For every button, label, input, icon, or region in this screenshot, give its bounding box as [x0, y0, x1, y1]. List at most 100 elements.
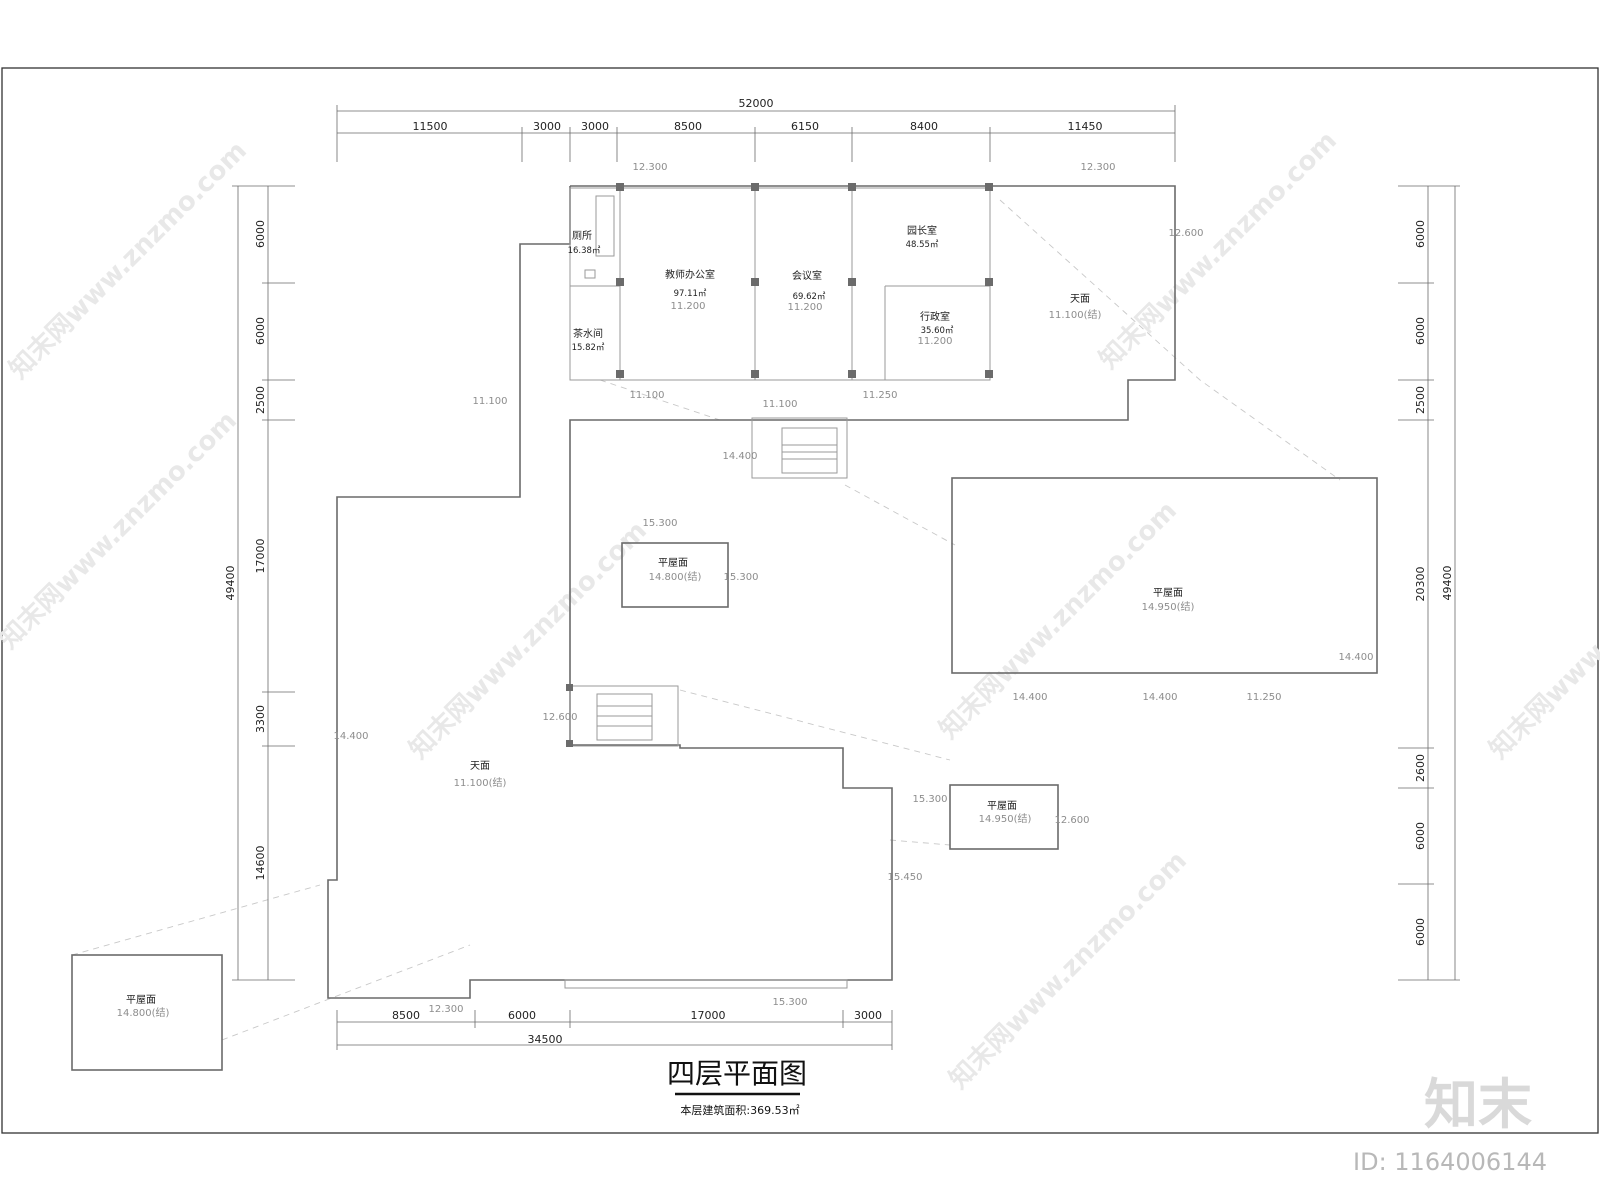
roof-6-name: 平屋面	[126, 994, 156, 1006]
area-note: 本层建筑面积:369.53㎡	[680, 1103, 799, 1117]
elev-7: 11.250	[863, 390, 898, 401]
elev-13: 14.400	[1143, 692, 1178, 703]
room-office-elev: 11.200	[671, 301, 706, 312]
room-admin-name: 行政室	[920, 310, 950, 323]
room-labels: 厕所 16.38㎡ 茶水间 15.82㎡ 教师办公室 97.11㎡ 11.200…	[568, 224, 954, 353]
dim-right-seg-2: 6000	[1414, 317, 1427, 345]
dim-left-seg-2: 6000	[254, 317, 267, 345]
room-meeting-elev: 11.200	[788, 302, 823, 313]
dim-top-seg-6: 8400	[910, 120, 938, 133]
elevation-markers: 12.300 12.300 12.600 11.100 11.100 11.10…	[334, 162, 1374, 1015]
elev-17: 15.300	[913, 794, 948, 805]
dim-right-seg-5: 2600	[1414, 754, 1427, 782]
dim-top-seg-1: 11500	[413, 120, 448, 133]
room-meeting-name: 会议室	[792, 269, 822, 282]
room-tea-name: 茶水间	[573, 327, 603, 340]
elev-8: 14.400	[723, 451, 758, 462]
elev-15: 12.600	[543, 712, 578, 723]
dim-left-seg-4: 17000	[254, 539, 267, 574]
dim-bottom-total: 34500	[528, 1033, 563, 1046]
dim-top-seg-4: 8500	[674, 120, 702, 133]
dim-left-seg-6: 14600	[254, 846, 267, 881]
elev-2: 12.300	[1081, 162, 1116, 173]
roof-4-name: 天面	[470, 761, 490, 772]
roof-box-a	[621, 542, 729, 608]
dim-bottom: 8500 6000 17000 3000 34500	[336, 1009, 893, 1050]
watermark-7: 知末网www.znzmo.com	[934, 496, 1183, 745]
sheet-border	[1, 67, 1599, 1134]
dim-left-seg-3: 2500	[254, 386, 267, 414]
roof-box-c	[949, 784, 1059, 850]
elev-21: 15.300	[773, 997, 808, 1008]
room-meeting-area: 69.62㎡	[793, 292, 826, 302]
watermark-6: 知末网www.znzmo.com	[0, 406, 243, 655]
elev-6: 11.100	[763, 399, 798, 410]
elev-3: 12.600	[1169, 228, 1204, 239]
roof-1-name: 天面	[1070, 294, 1090, 305]
projection-lines	[71, 199, 1341, 1041]
dim-top-seg-5: 6150	[791, 120, 819, 133]
elev-1: 12.300	[633, 162, 668, 173]
elev-10: 15.300	[724, 572, 759, 583]
elev-9: 15.300	[643, 518, 678, 529]
roof-4-elev: 11.100(结)	[454, 776, 507, 789]
elev-12: 14.400	[1013, 692, 1048, 703]
dim-right-seg-7: 6000	[1414, 918, 1427, 946]
stair-top	[751, 417, 848, 479]
dim-left-total: 49400	[224, 566, 237, 601]
room-office-area: 97.11㎡	[674, 289, 707, 299]
dim-right-seg-4: 20300	[1414, 567, 1427, 602]
dim-bottom-seg-1: 8500	[392, 1009, 420, 1022]
dim-right-seg-3: 2500	[1414, 386, 1427, 414]
dim-left: 49400 6000 6000 2500 17000 3300 14600	[224, 185, 295, 981]
dim-bottom-seg-3: 17000	[691, 1009, 726, 1022]
roof-5-name: 平屋面	[987, 800, 1017, 812]
watermark-5: 知末网www.znzmo.com	[1484, 516, 1600, 765]
roof-2-elev: 14.800(结)	[649, 570, 702, 583]
roof-6-elev: 14.800(结)	[117, 1006, 170, 1019]
elev-4: 11.100	[473, 396, 508, 407]
stair-middle	[566, 684, 679, 747]
watermark-3: 知末网www.znzmo.com	[944, 846, 1193, 1095]
roof-3-elev: 14.950(结)	[1142, 600, 1195, 613]
elev-19: 15.450	[888, 872, 923, 883]
room-admin-elev: 11.200	[918, 336, 953, 347]
room-tea-area: 15.82㎡	[572, 343, 605, 353]
elev-20: 12.300	[429, 1004, 464, 1015]
watermark-4: 知末网www.znzmo.com	[1094, 126, 1343, 375]
elev-18: 12.600	[1055, 815, 1090, 826]
dim-left-seg-1: 6000	[254, 220, 267, 248]
roof-2-name: 平屋面	[658, 557, 688, 569]
dim-right-seg-6: 6000	[1414, 822, 1427, 850]
building-outline	[327, 185, 1176, 999]
dim-bottom-seg-4: 3000	[854, 1009, 882, 1022]
dim-right: 6000 6000 2500 20300 2600 6000 6000 4940…	[1398, 185, 1460, 981]
room-toilet-name: 厕所	[572, 230, 592, 242]
room-principal-area: 48.55㎡	[906, 240, 939, 250]
dim-top-total: 52000	[739, 97, 774, 110]
rooms-block	[569, 183, 993, 381]
dim-top-seg-7: 11450	[1068, 120, 1103, 133]
elev-11: 14.400	[1339, 652, 1374, 663]
room-admin-area: 35.60㎡	[921, 326, 954, 336]
roof-box-b	[951, 477, 1378, 674]
roof-box-d	[71, 954, 223, 1071]
dim-left-seg-5: 3300	[254, 705, 267, 733]
watermark-2: 知末网www.znzmo.com	[404, 516, 653, 765]
dim-right-total: 49400	[1441, 566, 1454, 601]
elev-16: 14.400	[334, 731, 369, 742]
brand-logo: 知末	[1424, 1073, 1532, 1136]
room-office-name: 教师办公室	[665, 268, 715, 281]
elev-5: 11.100	[630, 390, 665, 401]
roof-labels: 天面 11.100(结) 平屋面 14.800(结) 平屋面 14.950(结)…	[117, 294, 1195, 1019]
watermark-1: 知末网www.znzmo.com	[4, 136, 253, 385]
image-id-label: ID: 1164006144	[1353, 1148, 1547, 1176]
dim-top-seg-3: 3000	[581, 120, 609, 133]
drawing-title: 四层平面图	[667, 1057, 807, 1090]
dim-right-seg-1: 6000	[1414, 220, 1427, 248]
roof-5-elev: 14.950(结)	[979, 812, 1032, 825]
roof-3-name: 平屋面	[1153, 587, 1183, 599]
dim-top: 52000 11500 3000 3000 8500 6150 8400 114…	[336, 97, 1176, 162]
roof-1-elev: 11.100(结)	[1049, 308, 1102, 321]
